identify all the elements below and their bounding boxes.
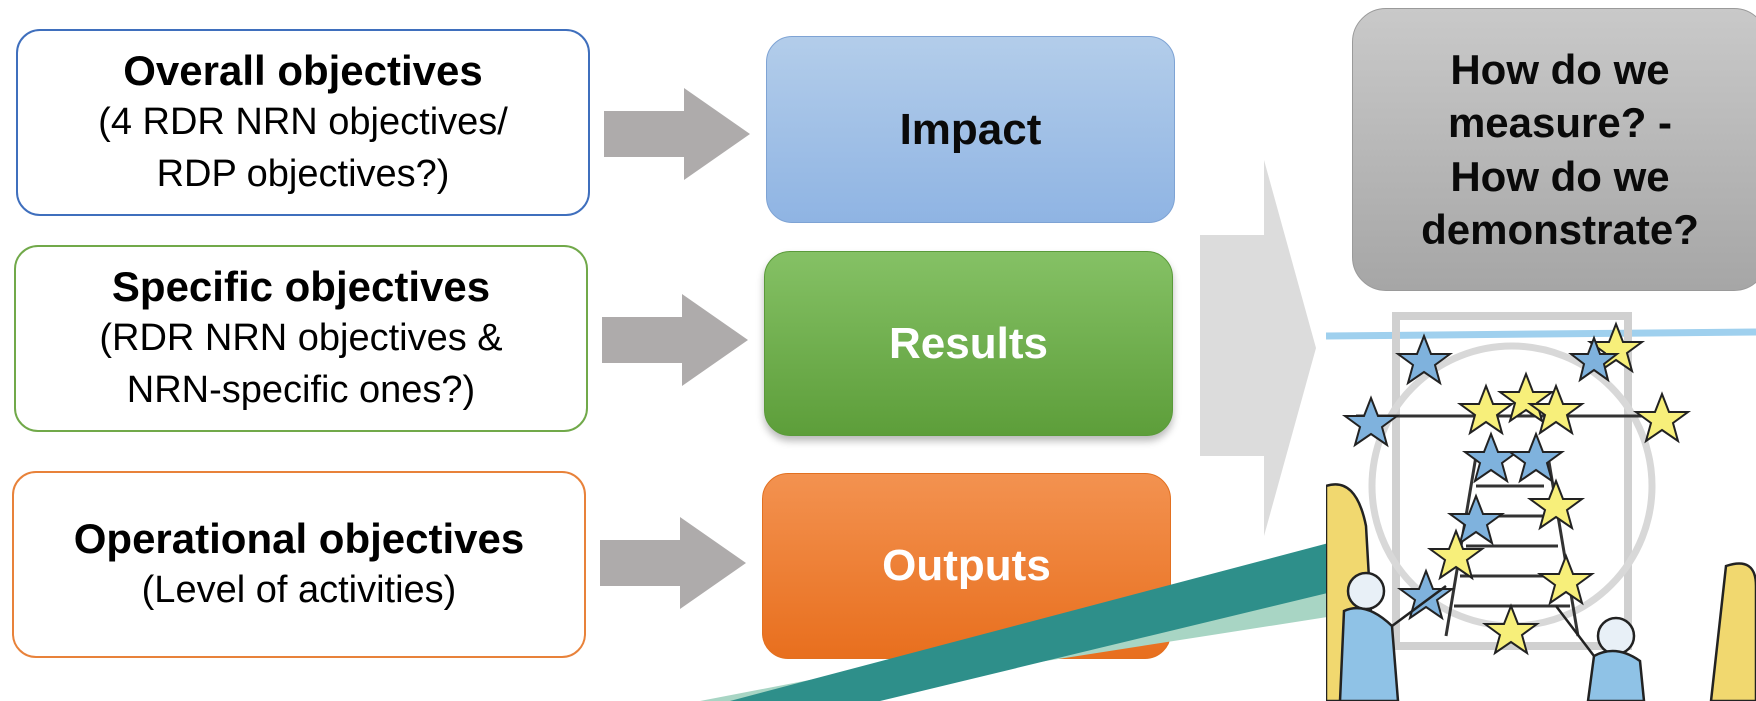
arrow-outputs xyxy=(600,517,746,609)
question-line-4: demonstrate? xyxy=(1421,205,1699,253)
question-line-1: How do we xyxy=(1450,45,1670,93)
arrow-results xyxy=(602,294,748,386)
outputs-label: Outputs xyxy=(882,541,1051,590)
star-figure-illustration xyxy=(1326,306,1756,701)
specific-objectives-title: Specific objectives xyxy=(111,262,491,310)
arrow-impact xyxy=(604,88,750,180)
operational-objectives-box: Operational objectives (Level of activit… xyxy=(12,471,586,658)
overall-objectives-subtitle-line-2: RDP objectives?) xyxy=(156,152,450,195)
question-line-2: measure? - xyxy=(1447,99,1673,147)
overall-objectives-subtitle-line-1: (4 RDR NRN objectives/ xyxy=(98,101,508,144)
measurement-question-box: How do we measure? - How do we demonstra… xyxy=(1352,8,1756,291)
specific-objectives-subtitle-line-1: (RDR NRN objectives & xyxy=(99,317,503,360)
impact-label: Impact xyxy=(899,104,1042,154)
results-label: Results xyxy=(889,318,1048,368)
decorative-swoosh xyxy=(700,540,1340,701)
overall-objectives-title: Overall objectives xyxy=(123,46,483,94)
specific-objectives-box: Specific objectives (RDR NRN objectives … xyxy=(14,245,588,432)
overall-objectives-box: Overall objectives (4 RDR NRN objectives… xyxy=(16,29,590,216)
specific-objectives-subtitle-line-2: NRN-specific ones?) xyxy=(126,368,476,411)
big-arrow xyxy=(1200,160,1316,536)
operational-objectives-subtitle-line-1: (Level of activities) xyxy=(141,569,457,612)
operational-objectives-title: Operational objectives xyxy=(73,514,525,562)
question-line-3: How do we xyxy=(1450,152,1670,200)
impact-box: Impact xyxy=(766,36,1175,223)
results-box: Results xyxy=(764,251,1173,436)
